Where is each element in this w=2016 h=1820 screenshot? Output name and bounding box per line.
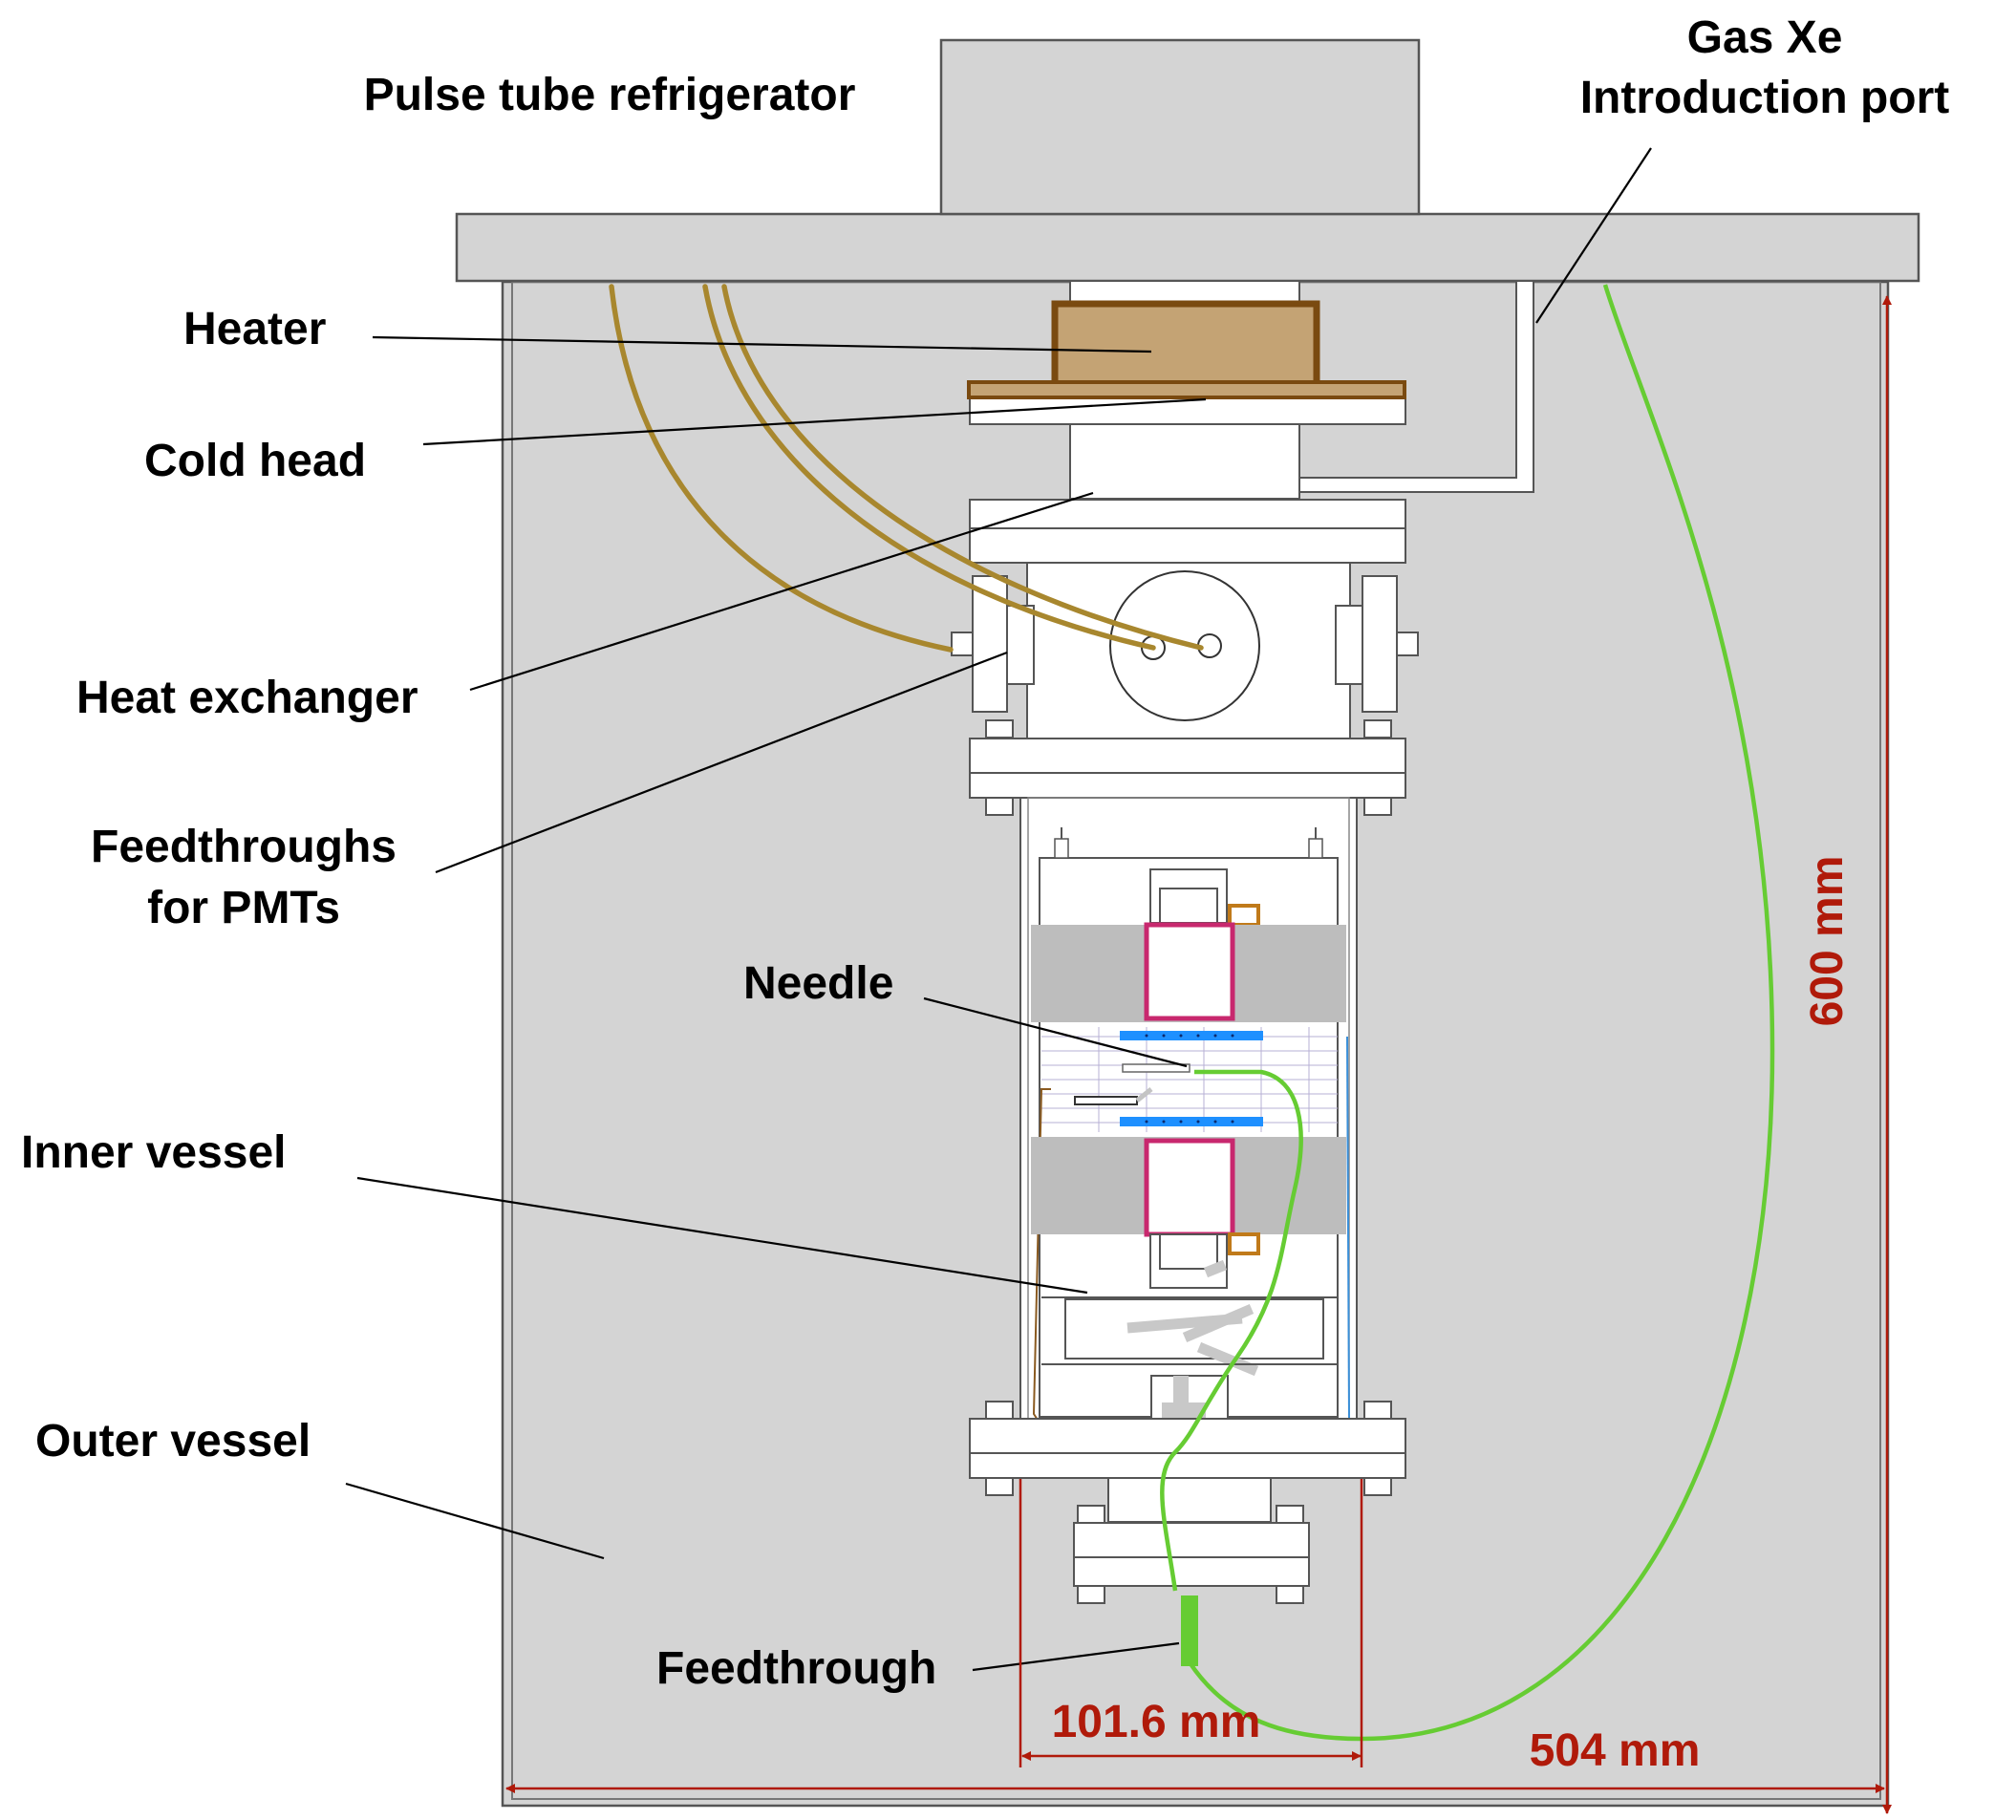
leader-heat-exchanger — [469, 491, 1094, 692]
label-feedthroughs-line1: Feedthroughs — [91, 822, 397, 872]
heater-plate — [967, 380, 1406, 399]
label-feedthroughs-line2: for PMTs — [147, 883, 340, 933]
mid-flange-bolt-bl — [985, 797, 1014, 816]
bottom-port-flange-a — [1073, 1522, 1310, 1558]
needle-holder — [1122, 1063, 1190, 1073]
label-cold-head: Cold head — [144, 436, 366, 486]
leader-outer-vessel — [345, 1482, 605, 1560]
label-outer-vessel: Outer vessel — [35, 1416, 311, 1467]
leader-needle — [923, 996, 1188, 1068]
heat-exchanger-flange-a — [969, 499, 1406, 529]
side-port-right-flange — [1362, 575, 1398, 713]
bottom-port-bolt-bl — [1077, 1585, 1105, 1604]
side-port-left-neck — [1006, 605, 1035, 685]
tpc-post-right — [1308, 838, 1323, 859]
bottom-port-bolt-tl — [1077, 1505, 1105, 1524]
top-flange-plate — [455, 212, 1920, 283]
label-gas-xe-line2: Introduction port — [1580, 73, 1950, 123]
leader-heater — [372, 335, 1152, 353]
support-rods — [1126, 1259, 1259, 1377]
needle-arm — [1074, 1096, 1138, 1105]
side-port-left-cap — [951, 632, 974, 656]
cold-head-body — [1069, 423, 1300, 500]
tpc-post-left — [1054, 838, 1069, 859]
bottom-flange-bolt-br — [1363, 1477, 1392, 1496]
leader-lines — [345, 147, 1652, 1672]
label-heater: Heater — [183, 304, 326, 354]
bottom-flange-bolt-tr — [1363, 1401, 1392, 1420]
leader-feedthrough — [972, 1641, 1180, 1672]
feedthrough-connector — [1181, 1595, 1198, 1666]
bottom-cap-stem — [1173, 1376, 1189, 1404]
upper-pmt-connector — [1228, 904, 1260, 927]
label-heat-exchanger: Heat exchanger — [76, 673, 418, 723]
mid-flange-a — [969, 738, 1406, 774]
label-inner-vessel: Inner vessel — [21, 1127, 287, 1178]
upper-pmt — [1144, 922, 1235, 1021]
lower-pmt — [1144, 1138, 1235, 1237]
leader-inner-vessel — [356, 1176, 1088, 1295]
upper-electrode — [1120, 1031, 1263, 1040]
bottom-port-bolt-br — [1276, 1585, 1304, 1604]
dimension-lines — [505, 295, 1892, 1814]
needle-bracket — [1135, 1087, 1153, 1103]
bottom-flange-b — [969, 1452, 1406, 1479]
electrode-dots — [1145, 1034, 1234, 1124]
label-gas-xe-line1: Gas Xe — [1687, 12, 1843, 63]
side-port-right-cap — [1396, 632, 1419, 656]
lower-electrode — [1120, 1117, 1263, 1126]
dimension-flange-label: 101.6 mm — [1052, 1697, 1261, 1747]
bottom-port-bolt-tr — [1276, 1505, 1304, 1524]
hv-cable-outer — [1188, 284, 1775, 1742]
side-wire-blue — [1346, 1036, 1350, 1420]
mid-flange-bolt-tl — [985, 719, 1014, 739]
mid-flange-b — [969, 772, 1406, 799]
dimension-height-label: 600 mm — [1802, 856, 1853, 1027]
pulse-tube-refrigerator — [939, 38, 1421, 216]
label-feedthrough: Feedthrough — [656, 1643, 936, 1694]
leader-gas-xe — [1535, 147, 1652, 324]
bottom-cap-base — [1162, 1402, 1206, 1418]
leader-feedthroughs-pmts — [435, 651, 1008, 874]
label-pulse-tube: Pulse tube refrigerator — [364, 70, 856, 120]
heat-exchanger-flange-b — [969, 527, 1406, 564]
bottom-port-flange-b — [1073, 1556, 1310, 1587]
upper-pmt-base-inner — [1159, 888, 1218, 924]
bottom-neck — [1107, 1477, 1272, 1523]
dimension-width-label: 504 mm — [1530, 1725, 1701, 1776]
lower-pmt-connector — [1228, 1232, 1260, 1255]
mid-flange-bolt-tr — [1363, 719, 1392, 739]
lower-pmt-base-inner — [1159, 1233, 1218, 1270]
gas-tubes — [609, 284, 1204, 653]
side-port-right-neck — [1335, 605, 1363, 685]
bottom-flange-bolt-tl — [985, 1401, 1014, 1420]
label-needle: Needle — [743, 958, 893, 1009]
leader-cold-head — [422, 397, 1207, 446]
hv-cable-inner — [1160, 1069, 1303, 1592]
mid-flange-bolt-br — [1363, 797, 1392, 816]
bottom-flange-bolt-bl — [985, 1477, 1014, 1496]
